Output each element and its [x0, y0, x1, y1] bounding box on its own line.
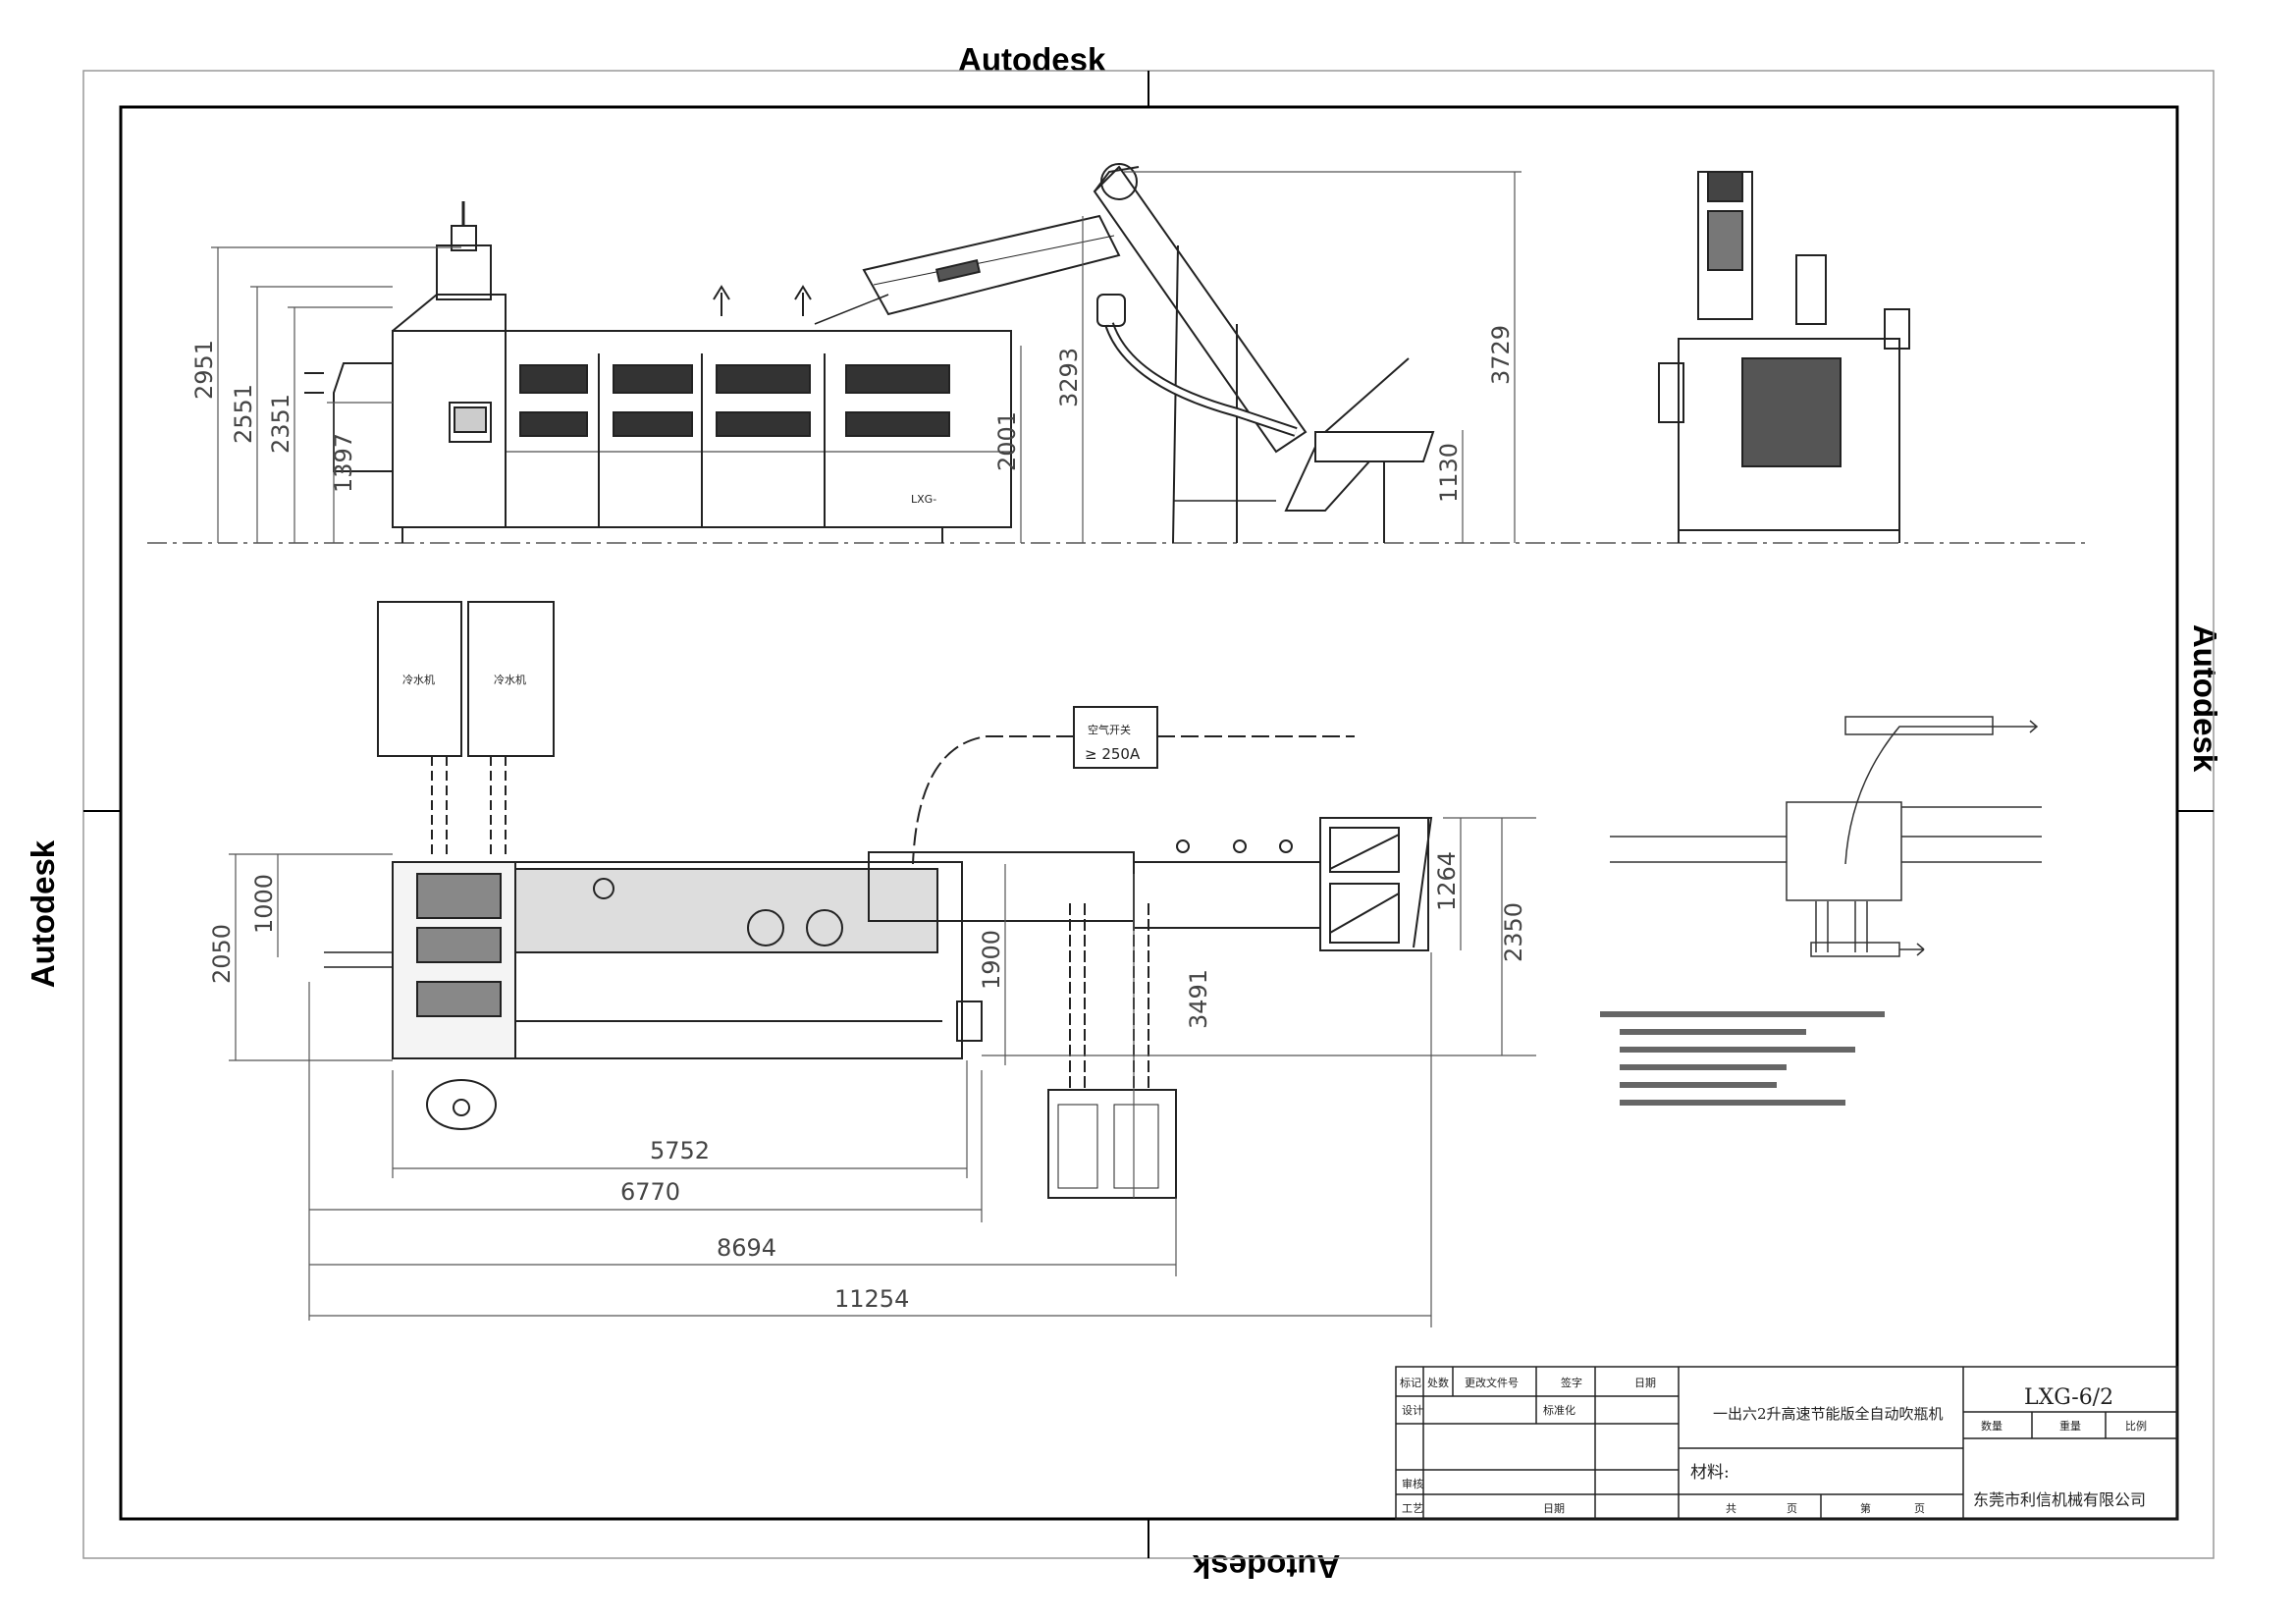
- dim-8694: 8694: [717, 1234, 776, 1262]
- drawing-model-number: LXG-6/2: [2024, 1385, 2113, 1410]
- tb-weight-scale: 比例: [2125, 1419, 2147, 1433]
- side-view-dimensions: [211, 171, 1522, 543]
- dim-2951: 2951: [190, 340, 218, 400]
- utility-notes: [1600, 1011, 1885, 1106]
- material-label: 材料:: [1690, 1463, 1730, 1483]
- drawing-title: 一出六2升高速节能版全自动吹瓶机: [1713, 1405, 1944, 1423]
- dim-2350: 2350: [1500, 902, 1527, 962]
- title-block: [1395, 1366, 2178, 1520]
- tb-weight-mass: 重量: [2059, 1419, 2081, 1433]
- dim-1000: 1000: [250, 874, 278, 934]
- dim-6770: 6770: [620, 1178, 680, 1206]
- tb-sheet-total: 共: [1726, 1502, 1736, 1515]
- dim-2001: 2001: [993, 411, 1021, 471]
- tb-header-date: 日期: [1634, 1377, 1656, 1389]
- tb-sheet-page2: 页: [1914, 1502, 1925, 1515]
- dim-1397: 1397: [330, 433, 357, 493]
- utility-detail: [1610, 716, 2042, 957]
- company-name: 东莞市利信机械有限公司: [1973, 1490, 2146, 1509]
- tb-row-standard: 标准化: [1543, 1403, 1575, 1417]
- chiller-left-label: 冷水机: [402, 673, 435, 686]
- tb-sheet-no: 第: [1860, 1501, 1871, 1515]
- tb-header-sign: 签字: [1561, 1376, 1582, 1389]
- tb-header-change: 更改文件号: [1465, 1376, 1519, 1389]
- outer-frame: [82, 70, 2215, 1559]
- inner-frame: [119, 105, 2179, 1521]
- dim-1900: 1900: [978, 930, 1005, 990]
- tb-header-mark: 标记: [1400, 1376, 1421, 1389]
- dim-2351: 2351: [267, 394, 294, 454]
- tb-row-process: 工艺: [1402, 1502, 1423, 1515]
- plan-view-dimensions: [229, 817, 1536, 1327]
- plan-view: [324, 601, 1433, 1199]
- chiller-right-label: 冷水机: [494, 673, 526, 686]
- dim-1264: 1264: [1433, 851, 1461, 911]
- dim-3293: 3293: [1055, 348, 1083, 407]
- tb-row-approve: 日期: [1543, 1502, 1565, 1515]
- tb-row-design: 设计: [1402, 1404, 1423, 1417]
- end-view: [1658, 171, 1910, 543]
- tb-row-review: 审核: [1402, 1477, 1423, 1490]
- dim-3729: 3729: [1487, 325, 1515, 385]
- dim-11254: 11254: [834, 1285, 909, 1313]
- air-switch-label: 空气开关: [1088, 723, 1131, 736]
- dim-5752: 5752: [650, 1137, 710, 1164]
- machine-plate-label: LXG-: [911, 493, 936, 506]
- dim-2551: 2551: [230, 384, 257, 444]
- dim-3491: 3491: [1185, 969, 1212, 1029]
- tb-weight-qty: 数量: [1981, 1420, 2002, 1433]
- dim-1130: 1130: [1435, 443, 1463, 503]
- dim-2050: 2050: [208, 924, 236, 984]
- watermark-top: Autodesk: [958, 41, 1106, 78]
- tb-sheet-page1: 页: [1787, 1502, 1797, 1515]
- side-view: [147, 163, 2091, 544]
- air-switch-rating: ≥ 250A: [1085, 745, 1141, 763]
- tb-header-count: 处数: [1427, 1377, 1449, 1389]
